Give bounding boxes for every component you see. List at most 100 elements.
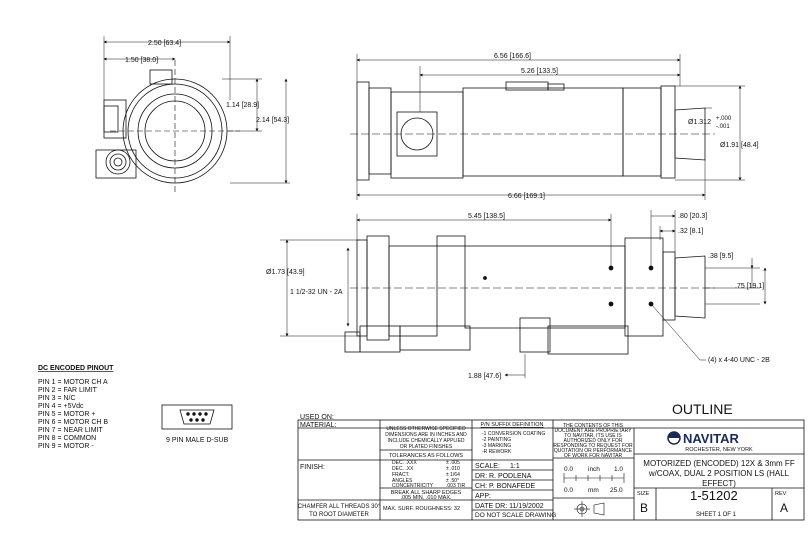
description-line-3: EFFECT) (702, 479, 736, 488)
approved-by: APP: (475, 493, 491, 500)
scale-bar (563, 473, 625, 483)
drawn-by: DR: R. PODLENA (475, 473, 532, 480)
navitar-logo-icon: NAVITAR (667, 431, 739, 446)
svg-text:AUTHORIZED ONLY FOR: AUTHORIZED ONLY FOR (564, 438, 623, 444)
dim-side-75: .75 [19.1] (735, 283, 764, 290)
date-drawn: DATE DR: 11/19/2002 (475, 503, 544, 510)
title-block-grid (297, 419, 805, 521)
checked-by: CH: P. BONAFEDE (475, 483, 535, 490)
svg-text:± .010: ± .010 (446, 466, 460, 472)
pin-9: PIN 9 = MOTOR - (38, 443, 94, 450)
svg-text:DEC. .XX: DEC. .XX (392, 466, 414, 472)
finish-label: FINISH: (300, 464, 325, 471)
svg-text:INCLUDE CHEMICALLY APPLIED: INCLUDE CHEMICALLY APPLIED (387, 438, 464, 444)
inch-end: 1.0 (614, 466, 623, 473)
pin-4: PIN 4 = +5Vdc (38, 403, 84, 410)
svg-text:± 1/64: ± 1/64 (446, 472, 460, 478)
break-edges-1: BREAK ALL SHARP EDGES (391, 490, 462, 496)
connector-label: 9 PIN MALE D-SUB (166, 437, 229, 444)
size-label: SIZE (637, 491, 650, 497)
dim-front-half: 1.50 [38.0] (125, 57, 158, 64)
dim-top-dia-tol-plus: +.000 (716, 116, 732, 122)
inch-start: 0.0 (564, 466, 573, 473)
pinout-title: DC ENCODED PINOUT (38, 365, 114, 372)
scale-value: 1:1 (510, 463, 520, 470)
mm-end: 25.0 (610, 487, 623, 494)
svg-text:-3 MARKING: -3 MARKING (482, 443, 511, 449)
svg-text:-R REWORK: -R REWORK (482, 449, 512, 455)
dim-side-80: .80 [20.3] (678, 213, 707, 220)
scale-label: SCALE: (475, 463, 500, 470)
pin-2: PIN 2 = FAR LIMIT (38, 387, 98, 394)
dim-front-center-height: 1.14 [28.9] (226, 102, 259, 109)
surface-roughness: MAX. SURF. ROUGHNESS: 32 (383, 506, 460, 512)
svg-text:OR PLATED FINISHES: OR PLATED FINISHES (400, 444, 453, 450)
svg-text:NAVITAR: NAVITAR (683, 431, 739, 446)
svg-text:-2 PAINTING: -2 PAINTING (482, 437, 511, 443)
svg-text:THE CONTENTS OF THIS: THE CONTENTS OF THIS (563, 423, 624, 429)
svg-text:ANGLES: ANGLES (392, 478, 413, 484)
svg-text:DOCUMENT ARE PROPRIETARY: DOCUMENT ARE PROPRIETARY (555, 428, 633, 434)
inch-label: inch (588, 466, 600, 473)
pin-5: PIN 5 = MOTOR + (38, 411, 95, 418)
svg-text:± .005: ± .005 (446, 460, 460, 466)
do-not-scale: DO NOT SCALE DRAWING (475, 512, 556, 519)
svg-text:TO NAVITAR, ITS USE IS: TO NAVITAR, ITS USE IS (564, 433, 622, 439)
dim-top-dia-b: Ø1.91 [48.4] (720, 142, 759, 149)
svg-text:FRACT.: FRACT. (392, 472, 410, 478)
suffix-list: -1 CONVERSION COATING -2 PAINTING -3 MAR… (482, 431, 545, 455)
tolerance-title: TOLERANCES AS FOLLOWS (389, 453, 464, 459)
svg-text:OF WORK FOR NAVITAR: OF WORK FOR NAVITAR (564, 453, 623, 459)
svg-text:CONCENTRICITY: CONCENTRICITY (392, 483, 434, 489)
rev-value: A (780, 501, 788, 515)
dsub-connector-icon (161, 404, 233, 430)
part-number: 1-51202 (690, 488, 738, 503)
proprietary-notice: THE CONTENTS OF THIS DOCUMENT ARE PROPRI… (553, 423, 633, 459)
top-view (350, 54, 745, 200)
dim-top-overall: 6.66 [169.1] (508, 193, 545, 200)
dim-top-dia-tol-minus: -.001 (716, 124, 730, 130)
dim-side-32: .32 [8.1] (678, 228, 703, 235)
break-edges-2: .005 MIN. .010 MAX. (400, 495, 452, 501)
mm-start: 0.0 (564, 487, 573, 494)
pin-1: PIN 1 = MOTOR CH A (38, 379, 108, 386)
description-line-2: w/COAX, DUAL 2 POSITION LS (HALL (648, 469, 790, 478)
dim-side-length: 5.45 [138.5] (468, 213, 505, 220)
pinout-list: PIN 1 = MOTOR CH A PIN 2 = FAR LIMIT PIN… (38, 379, 108, 450)
dim-top-inner: 5.26 [133.5] (521, 68, 558, 75)
pin-7: PIN 7 = NEAR LIMIT (38, 427, 103, 434)
suffix-title: P/N SUFFIX DEFINITION (481, 422, 544, 428)
dim-top-dia-a: Ø1.312 (688, 119, 711, 126)
dim-side-holes: (4) x 4-40 UNC - 2B (708, 357, 770, 364)
projection-symbol-icon (574, 501, 605, 517)
dim-side-188: 1.88 [47.6] (468, 373, 501, 380)
chamfer-note-2: TO ROOT DIAMETER (309, 512, 369, 518)
size-value: B (640, 501, 648, 515)
pin-6: PIN 6 = MOTOR CH B (38, 419, 108, 426)
svg-text:RESPONDING TO REQUEST FOR: RESPONDING TO REQUEST FOR (553, 443, 633, 449)
svg-text:± .50°: ± .50° (446, 478, 459, 484)
dim-front-width: 2.50 [63.4] (148, 40, 181, 47)
front-view (95, 36, 290, 195)
dim-top-length: 6.56 [166.6] (494, 53, 531, 60)
general-notes: UNLESS OTHERWISE SPECIFIED DIMENSIONS AR… (385, 426, 467, 450)
tolerance-table: DEC. .XXX ± .005 DEC. .XX ± .010 FRACT. … (392, 460, 465, 489)
svg-text:DIMENSIONS ARE IN INCHES AND: DIMENSIONS ARE IN INCHES AND (385, 432, 467, 438)
mm-label: mm (588, 487, 599, 494)
chamfer-note-1: CHAMFER ALL THREADS 30° (298, 504, 381, 510)
dim-side-dia: Ø1.73 [43.9] (266, 269, 305, 276)
material-label: MATERIAL: (300, 422, 336, 429)
used-on-label: USED ON: (300, 414, 334, 421)
svg-text:DEC. .XXX: DEC. .XXX (392, 460, 417, 466)
pin-3: PIN 3 = N/C (38, 395, 76, 402)
sheet-number: SHEET 1 OF 1 (696, 512, 737, 518)
drawing-title: OUTLINE (672, 401, 733, 417)
description-line-1: MOTORIZED (ENCODED) 12X & 3mm FF (643, 459, 795, 468)
svg-text:.003 TIR: .003 TIR (446, 483, 465, 489)
company-location: ROCHESTER, NEW YORK (685, 447, 753, 453)
dim-side-38: .38 [9.5] (708, 253, 733, 260)
svg-text:QUOTATION OR PERFORMANCE: QUOTATION OR PERFORMANCE (554, 448, 633, 454)
rev-label: REV (775, 491, 787, 497)
dim-side-thread: 1 1/2-32 UN - 2A (290, 289, 343, 296)
